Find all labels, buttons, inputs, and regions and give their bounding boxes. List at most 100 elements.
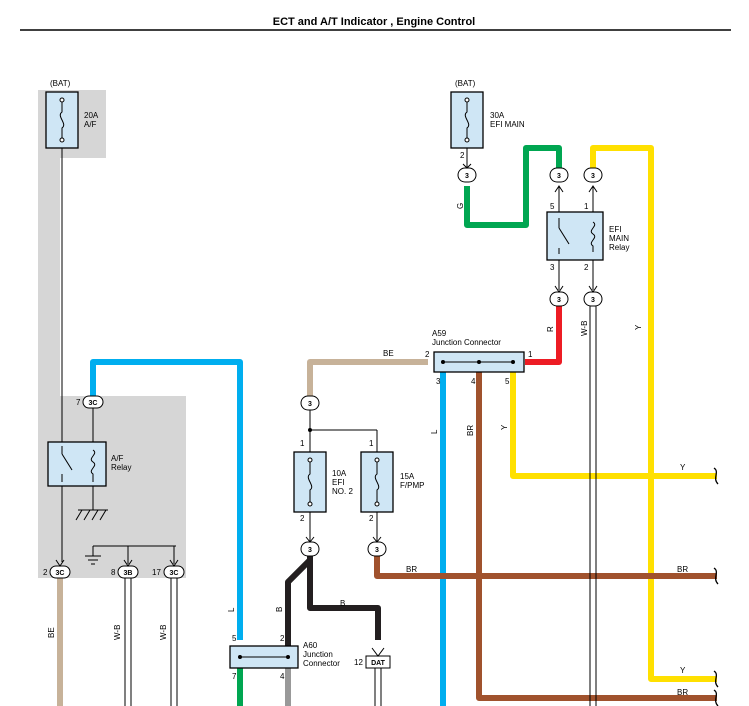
pin-fpmp-2: 2 <box>369 514 374 523</box>
connector-label: 3 <box>557 173 561 180</box>
connector-3-relay-2-bot: 3 <box>583 291 603 307</box>
wire-label-wb-3b: W-B <box>113 625 122 640</box>
page-title: ECT and A/T Indicator , Engine Control <box>273 16 475 28</box>
connector-3-efi-main: 3 <box>457 167 477 183</box>
wire-yellow-y-right <box>590 145 717 682</box>
wire-blue-l <box>90 359 243 640</box>
connector-3-relay-5-top: 3 <box>549 167 569 183</box>
connector-label: DAT <box>371 660 386 667</box>
connector-label: 3 <box>591 173 595 180</box>
wire-black-b <box>307 556 381 640</box>
pin-3c-2: 2 <box>43 568 48 577</box>
wire-brown-br-a59 <box>476 372 717 701</box>
bat-label-left: (BAT) <box>50 79 71 88</box>
af-relay-l2: Relay <box>111 463 131 472</box>
a60-id: A60 <box>303 641 318 650</box>
wire-label-be: BE <box>383 349 394 358</box>
pin-relay-1: 1 <box>584 202 589 211</box>
fuse-efi-no2-l1: EFI <box>332 478 344 487</box>
connector-3-efi2-bot: 3 <box>300 541 320 557</box>
connector-3c-left: 3C <box>49 565 71 579</box>
efi-main-relay-l3: Relay <box>609 243 629 252</box>
shaded-area <box>38 90 186 578</box>
connector-3-be: 3 <box>300 395 320 411</box>
pin-a60-5: 5 <box>232 634 237 643</box>
connector-3-relay-3-bot: 3 <box>549 291 569 307</box>
wire-yellow-y-a59 <box>510 372 717 479</box>
wire-label-y-h2: Y <box>680 666 686 675</box>
a60-junction-connector <box>229 645 299 669</box>
wire-label-y-h1: Y <box>680 463 686 472</box>
wire-label-wb-3c: W-B <box>159 625 168 640</box>
fuse-efi-main-amp: 30A <box>490 111 505 120</box>
wire-label-br-a59: BR <box>466 425 475 436</box>
a60-l2: Connector <box>303 659 340 668</box>
wire-label-wb-relay: W-B <box>580 321 589 336</box>
ground-icon <box>75 509 108 521</box>
pin-a59-3: 3 <box>436 377 441 386</box>
pin-efi-main-2: 2 <box>460 151 465 160</box>
pin-3b-8: 8 <box>111 568 116 577</box>
wire-label-r: R <box>546 326 555 332</box>
wire-brown-br-fpmp <box>374 556 717 579</box>
pin-a60-7: 7 <box>232 672 237 681</box>
connector-3b: 3B <box>117 565 139 579</box>
wire-label-g: G <box>456 203 465 209</box>
pin-a59-4: 4 <box>471 377 476 386</box>
wire-label-b: B <box>340 599 345 608</box>
wire-label-b-a60: B <box>275 607 284 612</box>
wire-break-icons <box>713 467 719 706</box>
fuse-af-name: A/F <box>84 120 97 129</box>
a60-l1: Junction <box>303 650 333 659</box>
fuse-fpmp-name: F/PMP <box>400 481 424 490</box>
connector-3c-right: 3C <box>163 565 185 579</box>
fuse-af-amp: 20A <box>84 111 99 120</box>
pin-dat-12: 12 <box>354 658 363 667</box>
connector-label: 3 <box>465 173 469 180</box>
a59-name: Junction Connector <box>432 338 501 347</box>
wire-wb-3b <box>124 578 132 706</box>
fuse-af <box>45 91 79 149</box>
connector-label: 3C <box>170 570 179 577</box>
fuse-efi-no2-amp: 10A <box>332 469 347 478</box>
wire-beige-be <box>307 359 428 396</box>
connector-label: 3 <box>375 547 379 554</box>
wire-wb-3c <box>170 578 178 706</box>
efi-main-relay-l1: EFI <box>609 225 621 234</box>
pin-3c-17: 17 <box>152 568 161 577</box>
pin-a60-4: 4 <box>280 672 285 681</box>
wire-green-g <box>464 145 562 228</box>
wire-wb-efi-relay <box>589 306 597 706</box>
fuse-efi-no2 <box>293 451 327 513</box>
wire-label-l-blue: L <box>227 607 236 612</box>
connector-label: 3C <box>89 400 98 407</box>
wire-black-b-a60 <box>285 557 313 648</box>
wire-label-y-a59: Y <box>500 424 509 430</box>
connector-label: 3 <box>591 297 595 304</box>
wire-label-l-a59: L <box>430 429 439 434</box>
pin-relay-3: 3 <box>550 263 555 272</box>
connector-label: 3 <box>557 297 561 304</box>
wire-label-br-fpmp: BR <box>406 565 417 574</box>
pin-3c-7: 7 <box>76 398 81 407</box>
connector-label: 3B <box>124 570 133 577</box>
wire-label-br-h1: BR <box>677 565 688 574</box>
pin-efi2-2: 2 <box>300 514 305 523</box>
wire-label-br-h2: BR <box>677 688 688 697</box>
efi-main-relay <box>546 211 604 261</box>
connector-label: 3 <box>308 547 312 554</box>
af-relay <box>47 441 107 487</box>
connector-label: 3C <box>56 570 65 577</box>
a59-id: A59 <box>432 329 447 338</box>
pin-a59-5: 5 <box>505 377 510 386</box>
shade-relay-block <box>38 396 186 578</box>
shade-strip <box>38 158 60 398</box>
pin-a59-2: 2 <box>425 350 430 359</box>
wire-label-be-left: BE <box>47 627 56 638</box>
pin-a60-2: 2 <box>280 634 285 643</box>
pin-relay-5: 5 <box>550 202 555 211</box>
connector-3-relay-1-top: 3 <box>583 167 603 183</box>
fuse-fpmp-amp: 15A <box>400 472 415 481</box>
connector-arrow-icons <box>55 163 598 657</box>
